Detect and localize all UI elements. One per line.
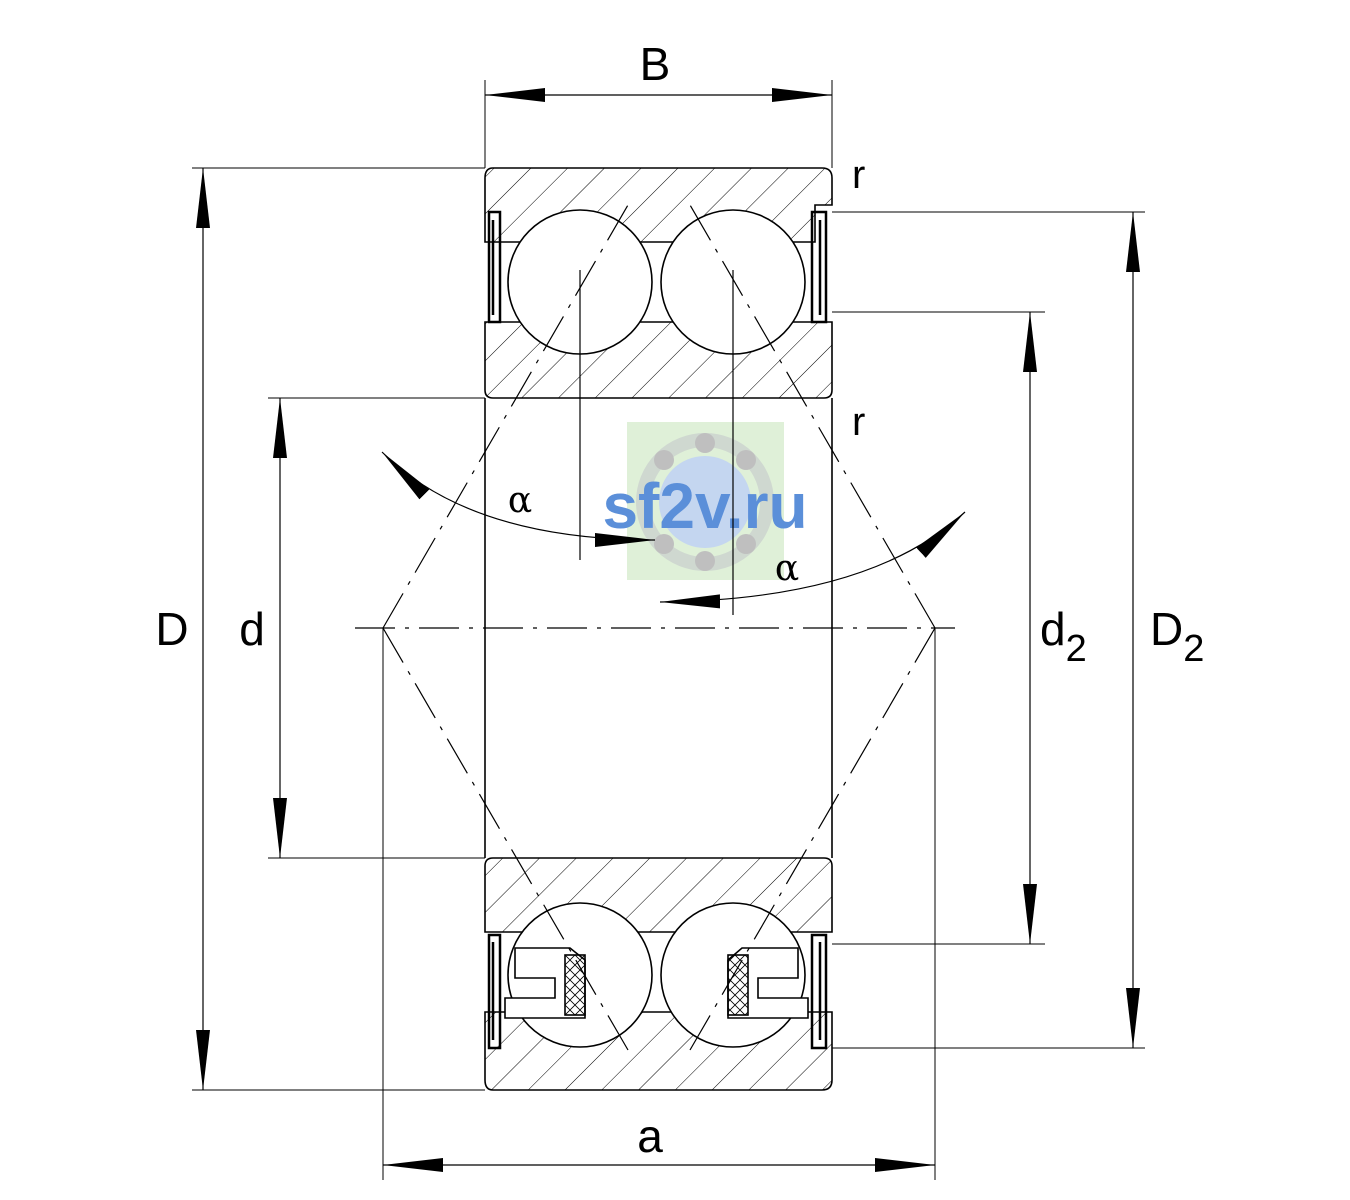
- upper-left-seal: [487, 210, 502, 324]
- label-d2-sub: 2: [1066, 628, 1087, 670]
- label-r-mid: r: [852, 400, 865, 444]
- upper-section: [484, 167, 833, 399]
- angle-arc-right: [659, 511, 966, 609]
- lower-section: [484, 857, 833, 1091]
- extension-lines: [192, 80, 1145, 1180]
- label-D2-main: D: [1150, 603, 1183, 655]
- label-alpha-right: α: [775, 548, 799, 589]
- label-D2: D2: [1150, 603, 1204, 670]
- angle-arc-left: [381, 451, 656, 547]
- label-d2-main: d: [1040, 603, 1066, 655]
- lower-left-seal: [487, 933, 502, 1050]
- label-B: B: [640, 38, 671, 90]
- label-r-top: r: [852, 153, 865, 197]
- label-a: a: [637, 1110, 663, 1162]
- labels: B D d d2 D2 a r r α α: [155, 38, 1204, 1162]
- label-D: D: [155, 603, 188, 655]
- angle-arcs: [381, 270, 966, 615]
- label-D2-sub: 2: [1183, 628, 1204, 670]
- lower-right-seal: [810, 933, 828, 1050]
- label-d2: d2: [1040, 603, 1087, 670]
- label-alpha-left: α: [508, 480, 532, 521]
- dimension-lines: [196, 88, 1140, 1172]
- upper-right-seal: [810, 210, 828, 324]
- watermark-text: sf2v.ru: [602, 470, 807, 542]
- label-d: d: [239, 603, 265, 655]
